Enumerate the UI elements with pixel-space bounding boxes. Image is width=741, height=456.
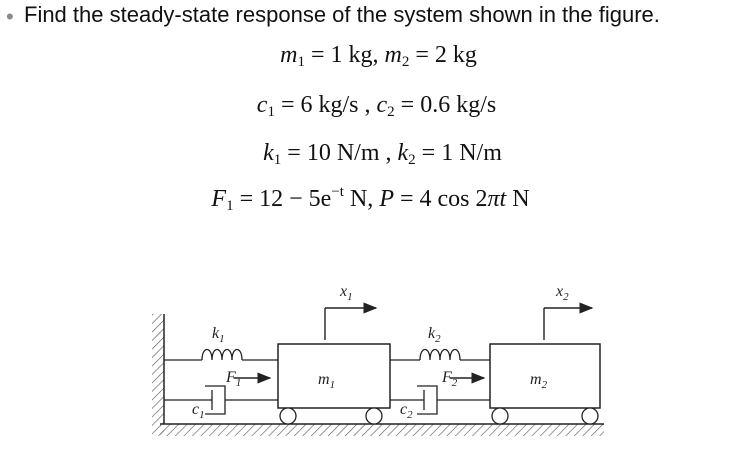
label-c2: c2 xyxy=(400,401,413,421)
label-c1: c1 xyxy=(192,401,205,421)
wall-hatch xyxy=(152,314,164,436)
label-k2: k2 xyxy=(428,325,441,345)
displacement-x1-arrow xyxy=(324,302,378,340)
label-f1: F1 xyxy=(225,369,241,389)
label-m2: m2 xyxy=(530,371,548,391)
label-m1: m1 xyxy=(318,371,335,391)
damper-c1 xyxy=(164,385,278,415)
label-x1: x1 xyxy=(339,283,353,303)
spring-k1 xyxy=(164,348,278,361)
damper-c2 xyxy=(390,385,490,415)
mass-m1-wheel-left xyxy=(279,407,297,425)
label-f2: F2 xyxy=(441,369,458,389)
equation-springs: k1 = 10 N/m , k2 = 1 N/m xyxy=(263,140,502,168)
spring-k2 xyxy=(390,348,490,361)
mass-m2-block xyxy=(489,343,601,409)
displacement-x2-arrow xyxy=(543,302,594,340)
ground-hatch xyxy=(160,424,604,436)
mass-m2-wheel-left xyxy=(491,407,509,425)
mass-m1-wheel-right xyxy=(365,407,383,425)
question-text: Find the steady-state response of the sy… xyxy=(24,2,660,27)
label-k1: k1 xyxy=(212,325,225,345)
bullet-marker: • xyxy=(6,4,14,29)
equation-masses: m1 = 1 kg, m2 = 2 kg xyxy=(280,42,477,70)
label-x2: x2 xyxy=(555,283,569,303)
equation-forces: F1 = 12 − 5e−t N, P = 4 cos 2πt N xyxy=(211,184,530,214)
mass-m2-wheel-right xyxy=(581,407,599,425)
mass-m1-block xyxy=(277,343,391,409)
equation-dampers: c1 = 6 kg/s , c2 = 0.6 kg/s xyxy=(256,92,497,120)
